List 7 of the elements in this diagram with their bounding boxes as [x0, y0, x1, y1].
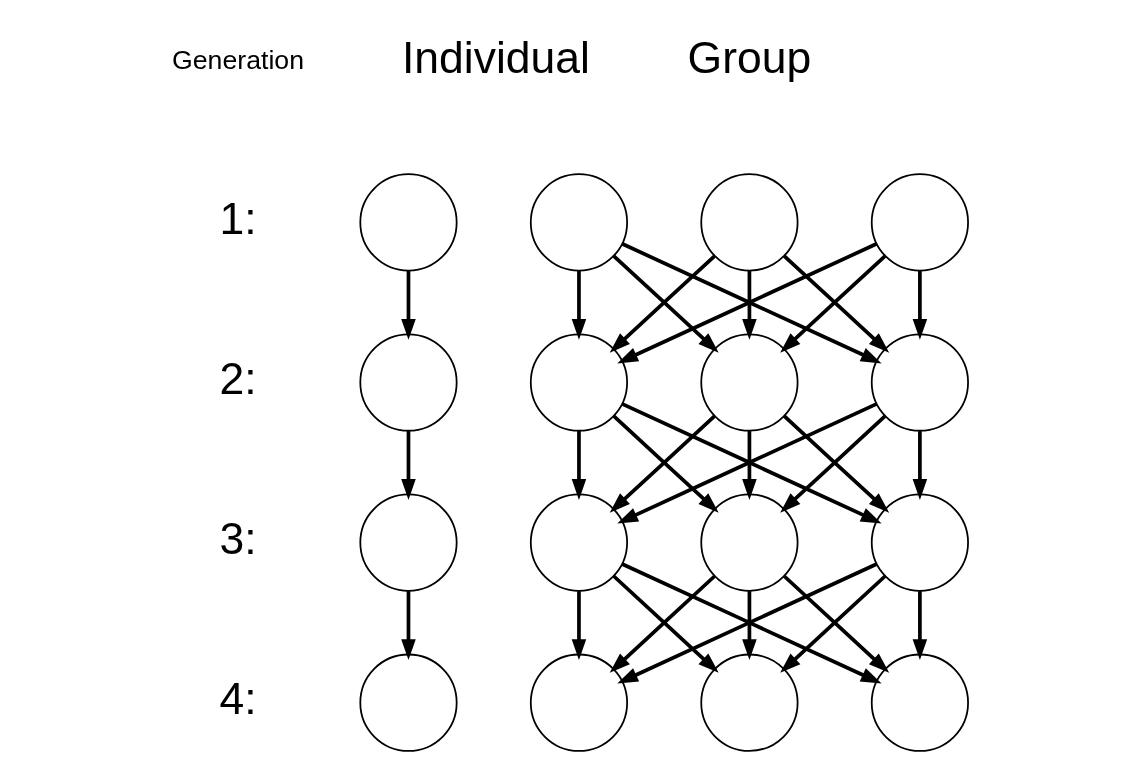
- label: 3:: [218, 513, 257, 563]
- label: 2:: [218, 353, 257, 403]
- label: 4:: [218, 673, 257, 723]
- label: Group: [687, 33, 811, 83]
- label: Individual: [401, 33, 590, 83]
- label: Generation: [171, 44, 304, 75]
- label: 1:: [218, 193, 257, 243]
